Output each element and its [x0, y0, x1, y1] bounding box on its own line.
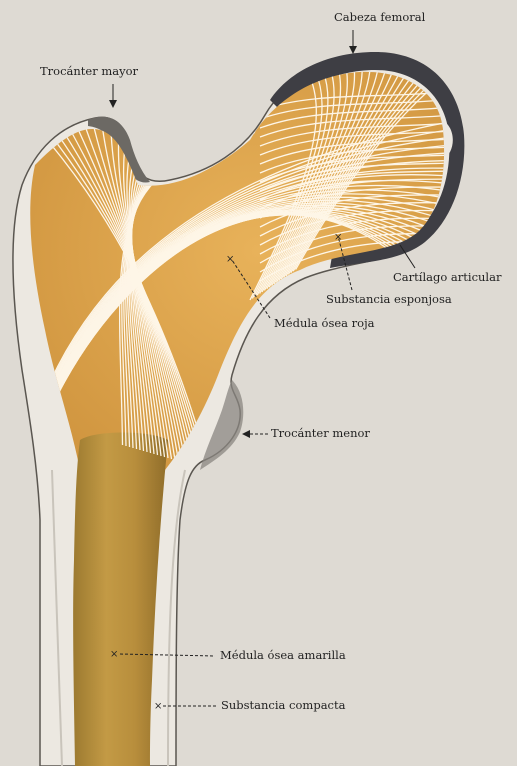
label-cartilago-articular: Cartílago articular	[393, 270, 501, 284]
label-medula-osea-roja: Médula ósea roja	[274, 316, 375, 330]
label-substancia-esponjosa: Substancia esponjosa	[326, 292, 452, 306]
medula-osea-roja-mark: ×	[226, 254, 234, 265]
label-cabeza-femoral: Cabeza femoral	[334, 10, 425, 24]
label-trocanter-mayor: Trocánter mayor	[40, 64, 138, 78]
label-medula-osea-amarilla: Médula ósea amarilla	[220, 648, 346, 662]
label-substancia-compacta: Substancia compacta	[221, 698, 345, 712]
medula-osea-amarilla-mark: ×	[110, 649, 118, 660]
label-trocanter-menor: Trocánter menor	[271, 426, 370, 440]
substancia-esponjosa-mark: ×	[334, 232, 342, 243]
substancia-compacta-mark: ×	[154, 701, 162, 712]
